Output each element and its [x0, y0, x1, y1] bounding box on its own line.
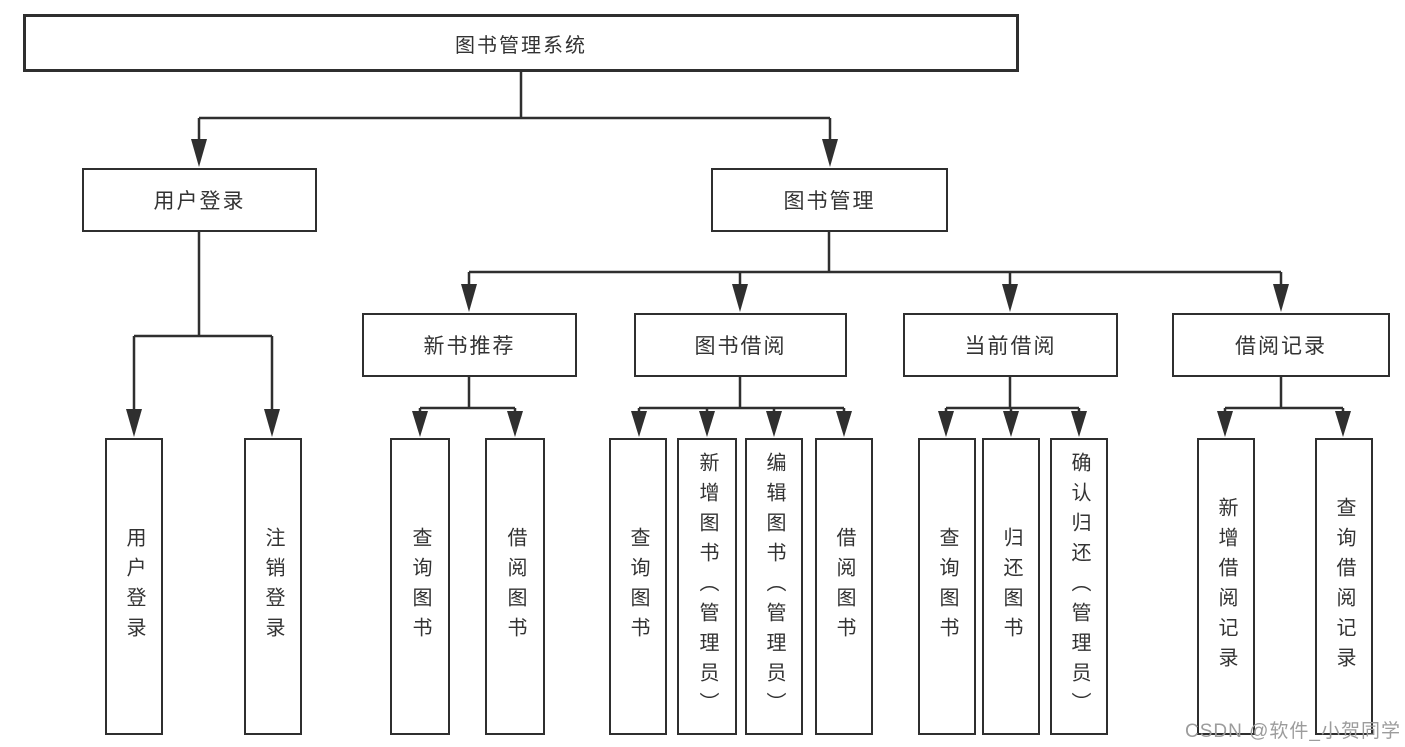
node-user-login: 用户登录: [82, 168, 317, 232]
node-root-label: 图书管理系统: [455, 34, 587, 57]
leaf-logout: 注销登录: [244, 438, 302, 735]
leaf-query-books-borrowing-label: 查询图书: [627, 526, 649, 647]
leaf-query-books-recommend: 查询图书: [390, 438, 450, 735]
node-current-borrowing-label: 当前借阅: [964, 335, 1057, 358]
leaf-query-books-current: 查询图书: [918, 438, 976, 735]
node-borrowing-records: 借阅记录: [1172, 313, 1390, 377]
leaf-user-login-label: 用户登录: [123, 526, 145, 647]
connector-book-borrowing-children: [631, 377, 852, 437]
node-new-book-recommendation: 新书推荐: [362, 313, 577, 377]
connector-current-borrowing-children: [938, 377, 1087, 437]
node-current-borrowing: 当前借阅: [903, 313, 1118, 377]
leaf-borrow-books-recommend: 借阅图书: [485, 438, 545, 735]
leaf-borrow-books-borrowing: 借阅图书: [815, 438, 873, 735]
leaf-borrow-books-recommend-label: 借阅图书: [504, 526, 526, 647]
leaf-borrow-books-borrowing-label: 借阅图书: [833, 526, 855, 647]
node-user-login-label: 用户登录: [153, 190, 246, 213]
leaf-return-books: 归还图书: [982, 438, 1040, 735]
node-new-book-recommendation-label: 新书推荐: [423, 335, 516, 358]
connector-book-management-children: [461, 232, 1289, 312]
node-book-management-label: 图书管理: [783, 190, 876, 213]
leaf-query-books-recommend-label: 查询图书: [409, 526, 431, 647]
connector-root-to-level2: [191, 72, 838, 167]
leaf-confirm-return-admin: 确认归还（管理员）: [1050, 438, 1108, 735]
node-borrowing-records-label: 借阅记录: [1235, 335, 1327, 358]
leaf-query-borrow-record: 查询借阅记录: [1315, 438, 1373, 735]
leaf-add-book-admin: 新增图书（管理员）: [677, 438, 737, 735]
leaf-edit-book-admin-label: 编辑图书（管理员）: [763, 451, 785, 722]
connector-user-login-children: [126, 232, 280, 437]
node-root-library-system: 图书管理系统: [23, 14, 1019, 72]
leaf-query-books-borrowing: 查询图书: [609, 438, 667, 735]
leaf-return-books-label: 归还图书: [1000, 526, 1022, 647]
connector-borrowing-records-children: [1217, 377, 1351, 437]
node-book-borrowing-label: 图书借阅: [694, 335, 787, 358]
node-book-borrowing: 图书借阅: [634, 313, 847, 377]
leaf-user-login: 用户登录: [105, 438, 163, 735]
leaf-add-book-admin-label: 新增图书（管理员）: [696, 451, 718, 722]
leaf-confirm-return-admin-label: 确认归还（管理员）: [1068, 451, 1090, 722]
leaf-query-books-current-label: 查询图书: [936, 526, 958, 647]
leaf-logout-label: 注销登录: [262, 526, 284, 647]
connector-new-book-recommendation-children: [412, 377, 523, 437]
leaf-add-borrow-record-label: 新增借阅记录: [1215, 496, 1237, 677]
leaf-edit-book-admin: 编辑图书（管理员）: [745, 438, 803, 735]
node-book-management: 图书管理: [711, 168, 948, 232]
leaf-query-borrow-record-label: 查询借阅记录: [1333, 496, 1355, 677]
leaf-add-borrow-record: 新增借阅记录: [1197, 438, 1255, 735]
csdn-watermark: CSDN @软件_小贺同学: [1185, 721, 1401, 742]
